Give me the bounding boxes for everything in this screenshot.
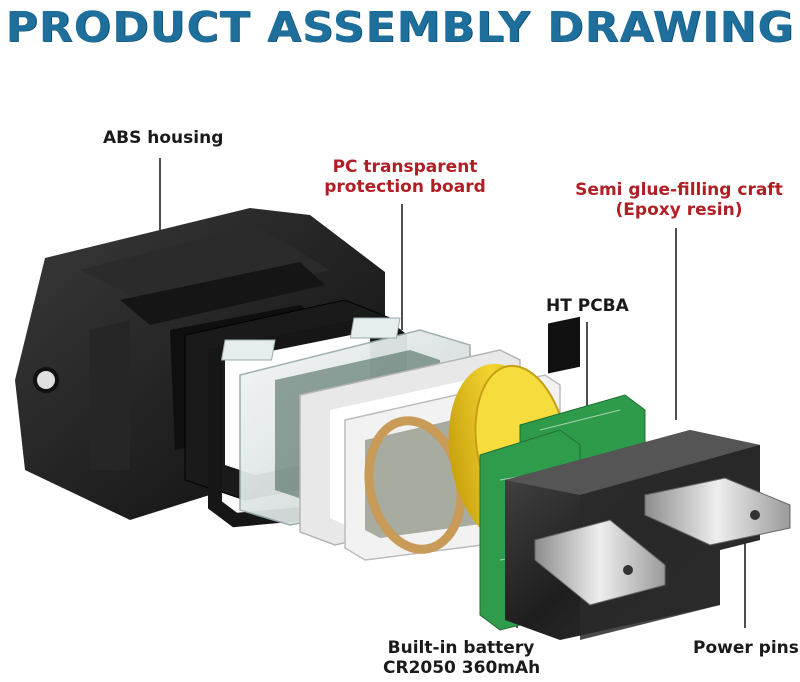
label-semi-glue: Semi glue-filling craft (Epoxy resin) [566, 180, 792, 220]
label-battery-line1: Built-in battery [387, 638, 535, 658]
label-abs-housing: ABS housing [103, 128, 224, 148]
label-pc-board: PC transparent protection board [310, 157, 500, 197]
label-pc-board-line1: PC transparent [332, 157, 478, 177]
label-battery: Built-in battery CR2050 360mAh [383, 638, 541, 678]
page-title: PRODUCT ASSEMBLY DRAWING [5, 3, 795, 52]
label-power-pins: Power pins [693, 638, 799, 658]
label-semi-glue-line1: Semi glue-filling craft [575, 180, 783, 200]
power-pins-part [534, 477, 791, 606]
label-pc-board-line2: protection board [324, 177, 486, 197]
label-ht-pcba: HT PCBA [546, 296, 629, 316]
label-semi-glue-line2: (Epoxy resin) [615, 200, 743, 220]
label-battery-line2: CR2050 360mAh [383, 658, 541, 678]
